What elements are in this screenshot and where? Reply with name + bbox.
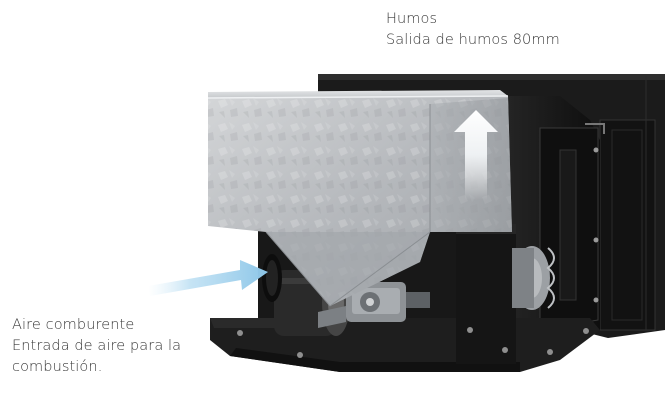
auger-assembly <box>318 282 430 328</box>
aire-label: Aire comburente Entrada de aire para la … <box>12 315 181 378</box>
smoke-arrow-icon <box>454 110 498 200</box>
humos-subtitle: Salida de humos 80mm <box>386 32 560 48</box>
air-inlet-tube <box>262 254 282 302</box>
aire-line2: Entrada de aire para la <box>12 338 182 354</box>
humos-label: Humos Salida de humos 80mm <box>386 9 560 51</box>
aire-title: Aire comburente <box>12 317 135 333</box>
airflow-arrow-icon <box>148 260 268 296</box>
humos-title: Humos <box>386 11 438 27</box>
aire-line3: combustión. <box>12 359 103 375</box>
pellet-hopper <box>207 90 512 307</box>
exhaust-fan-motor <box>512 246 555 310</box>
